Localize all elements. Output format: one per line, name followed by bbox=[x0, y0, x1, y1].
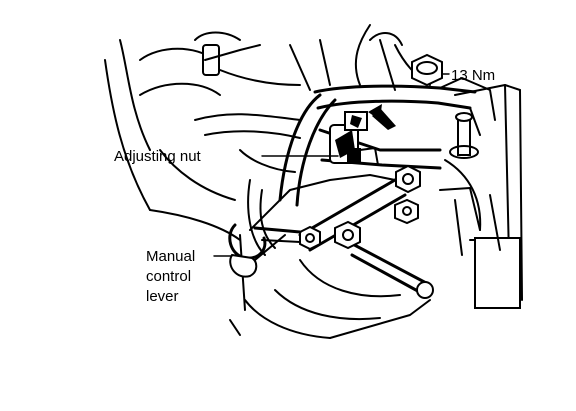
engine-background bbox=[104, 24, 431, 241]
right-housing bbox=[439, 84, 523, 309]
bracket-upper bbox=[247, 77, 496, 256]
base-plate bbox=[229, 174, 431, 339]
leader-lines bbox=[213, 73, 450, 257]
manual-control-lever-label-line-1: Manual bbox=[146, 248, 195, 265]
adjusting-nut-assembly bbox=[318, 104, 442, 170]
manual-control-lever-linkage bbox=[228, 164, 434, 299]
manual-control-lever-label-line-3: lever bbox=[146, 288, 179, 305]
manual-control-lever-label-line-2: control bbox=[146, 268, 191, 285]
top-bolt bbox=[411, 53, 443, 87]
torque-label: 13 Nm bbox=[451, 67, 495, 84]
adjusting-nut-label: Adjusting nut bbox=[114, 148, 202, 165]
